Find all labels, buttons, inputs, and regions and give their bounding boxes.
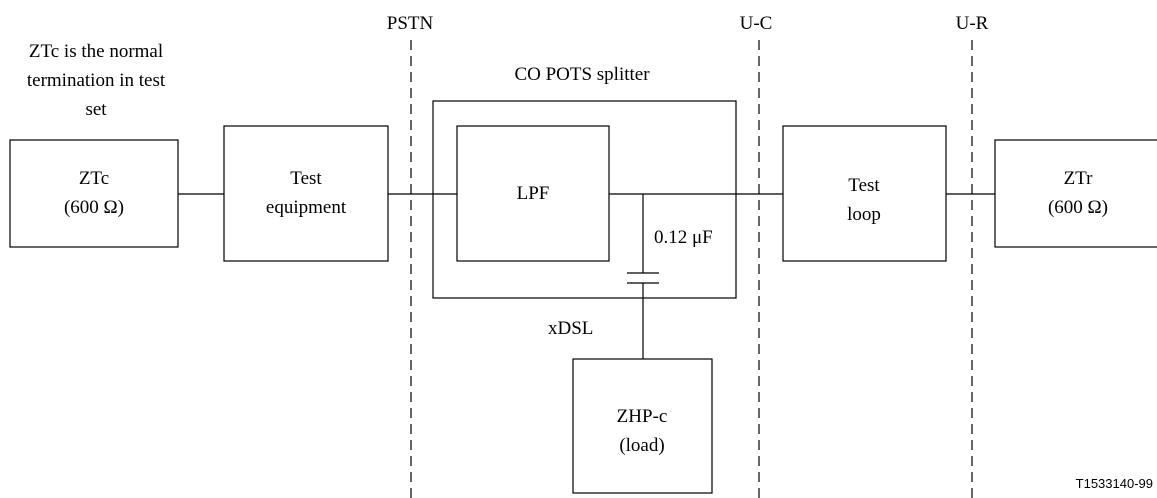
- zhp-load-block: [572, 358, 713, 494]
- zhp-label-line-1: ZHP-c: [617, 406, 668, 427]
- test-loop-block: [782, 125, 947, 262]
- test-equipment-block: [223, 125, 389, 262]
- lpf-label: LPF: [517, 183, 550, 204]
- ztr-block: [994, 139, 1157, 248]
- figure-id: T1533140-99: [1076, 476, 1153, 491]
- zhp-label-line-2: (load): [619, 435, 664, 456]
- interface-label-pstn: PSTN: [387, 13, 434, 34]
- lpf-block: [456, 125, 610, 262]
- xdsl-label: xDSL: [548, 318, 593, 339]
- ztr-label-line-1: ZTr: [1064, 168, 1094, 189]
- interface-label-ur: U-R: [956, 13, 989, 34]
- test-equipment-label-line-1: Test: [290, 168, 322, 189]
- ztc-label-line-1: ZTc: [79, 168, 109, 189]
- note-line-3: set: [85, 99, 107, 120]
- ztc-label-line-2: (600 Ω): [64, 197, 124, 218]
- splitter-title: CO POTS splitter: [514, 64, 650, 85]
- ztr-label-line-2: (600 Ω): [1048, 197, 1108, 218]
- note-line-2: termination in test: [27, 70, 166, 91]
- interface-label-uc: U-C: [740, 13, 773, 34]
- ztc-block: [9, 139, 179, 248]
- co-pots-splitter-box: [432, 100, 737, 299]
- test-equipment-label-line-2: equipment: [266, 197, 347, 218]
- note-line-1: ZTc is the normal: [29, 41, 163, 62]
- test-loop-label-line-2: loop: [847, 204, 881, 225]
- capacitor-value-label: 0.12 μF: [654, 227, 713, 248]
- test-loop-label-line-1: Test: [848, 175, 880, 196]
